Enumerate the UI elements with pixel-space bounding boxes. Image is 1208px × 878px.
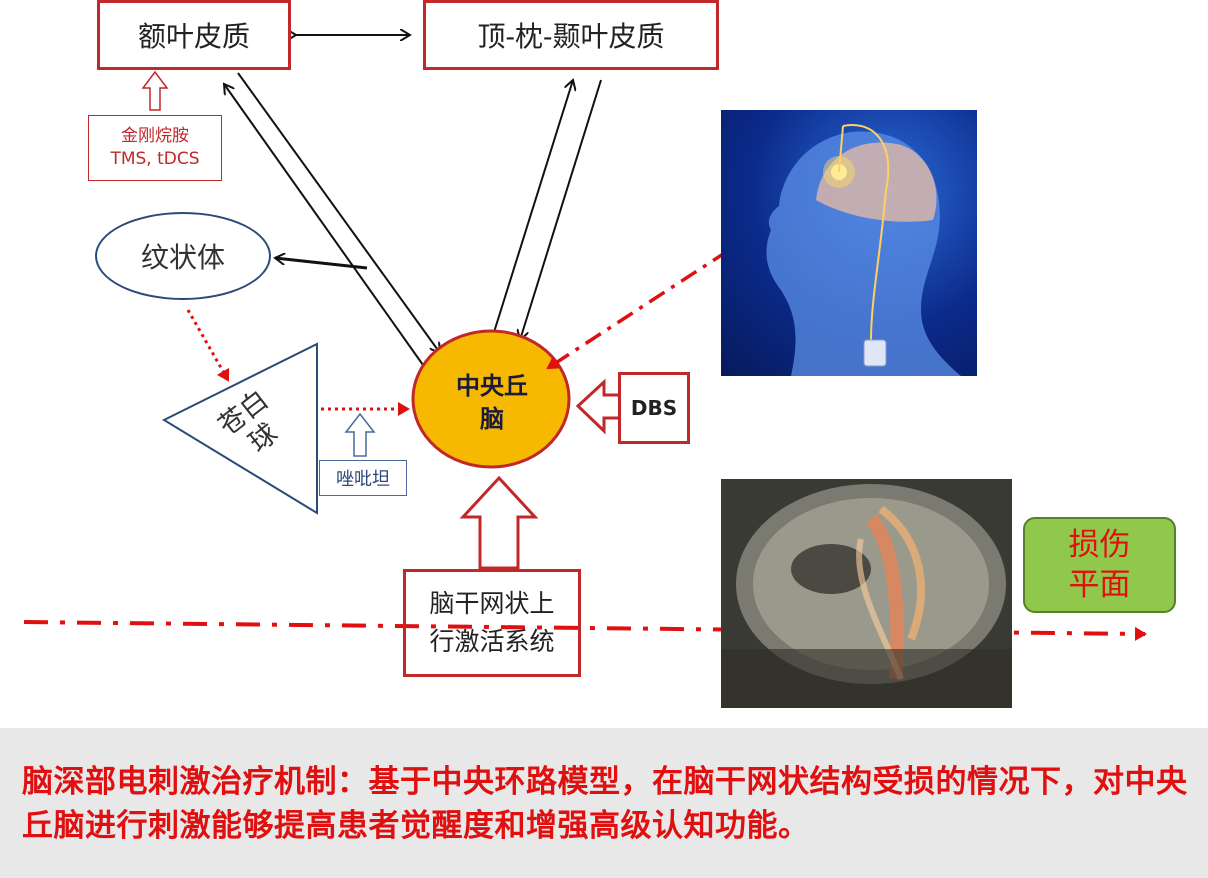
zolpidem-hollow-arrow [344,412,376,457]
dbs-hollow-arrow [575,378,622,435]
amantadine-tms-box: 金刚烷胺 TMS, tDCS [88,115,222,181]
caption-text: 脑深部电刺激治疗机制：基于中央环路模型，在脑干网状结构受损的情况下，对中央丘脑进… [22,764,1188,844]
thalamus-to-frontal-arrow [224,84,424,366]
striatum-label: 纹状体 [140,241,225,274]
thalamus-node [411,329,571,469]
parietal-to-thalamus-arrow [520,79,602,340]
striatum-to-pallidum-dotted [186,309,230,382]
caption-panel: 脑深部电刺激治疗机制：基于中央环路模型，在脑干网状结构受损的情况下，对中央丘脑进… [0,728,1208,878]
dbs-head-illustration [721,110,977,376]
thalamus-to-parietal-arrow [489,80,573,346]
striatum-node: 纹状体 [95,212,271,300]
mri-graphic [721,484,1012,708]
frontal-to-thalamus-arrow [237,72,440,353]
head-silhouette-graphic [766,124,961,376]
globus-pallidus-triangle [161,342,318,515]
dbs-box: DBS [618,372,690,444]
dbs-label: DBS [630,396,678,420]
zolpidem-label: 唑吡坦 [336,469,390,490]
parietal-cortex-label: 顶-枕-颞叶皮质 [477,20,665,53]
injury-plane-label: 损伤 平面 [1023,517,1176,613]
parietal-cortex-box: 顶-枕-颞叶皮质 [423,0,719,70]
reticular-hollow-arrow [459,475,539,570]
zolpidem-box: 唑吡坦 [319,460,407,496]
reticular-label-line2: 行激活系统 [429,627,555,656]
frontal-cortex-label: 额叶皮质 [137,20,250,53]
tms-tdcs-label: TMS, tDCS [110,149,200,169]
mri-tractography-image [721,479,1012,708]
reticular-system-box: 脑干网状上 行激活系统 [403,569,581,677]
amantadine-label: 金刚烷胺 [121,126,189,146]
thalamus-label: 中央丘 脑 [456,372,528,433]
amantadine-hollow-arrow [141,70,169,111]
thalamus-to-striatum-arrow [275,258,368,270]
frontal-cortex-box: 额叶皮质 [97,0,291,70]
reticular-label-line1: 脑干网状上 [429,589,555,618]
